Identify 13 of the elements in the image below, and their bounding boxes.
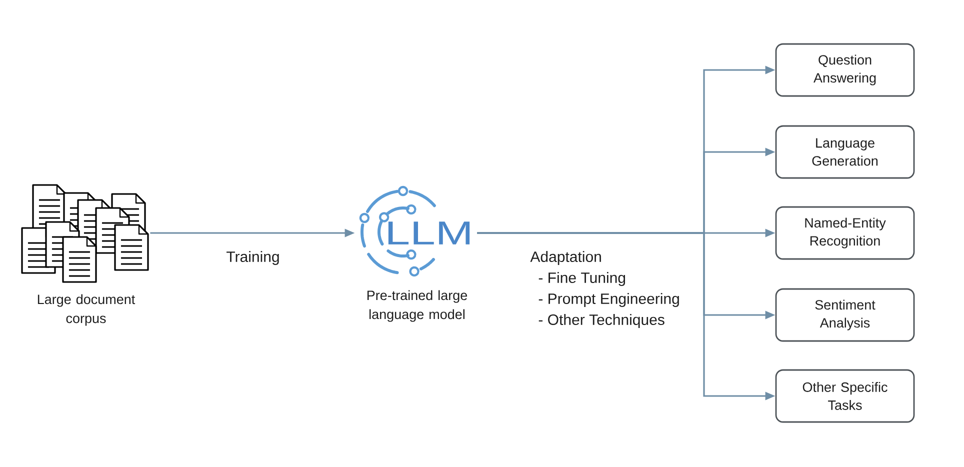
node-label: Large document corpus [38, 294, 136, 326]
task-box: Sentiment Analysis [775, 288, 915, 342]
document-stack-icon [21, 184, 149, 283]
task-box: Language Generation [775, 125, 915, 179]
task-box: Named-Entity Recognition [775, 206, 915, 260]
node-label: Pre-trained large language model [367, 290, 468, 322]
list-item: - Prompt Engineering [538, 293, 679, 307]
task-box: Question Answering [775, 43, 915, 97]
edge-label: Adaptation [529, 250, 603, 266]
list-item: - Other Techniques [538, 314, 664, 328]
list-item: - Fine Tuning [538, 272, 626, 286]
task-box: Other Specific Tasks [775, 369, 915, 423]
edge-label: Training [225, 250, 281, 266]
